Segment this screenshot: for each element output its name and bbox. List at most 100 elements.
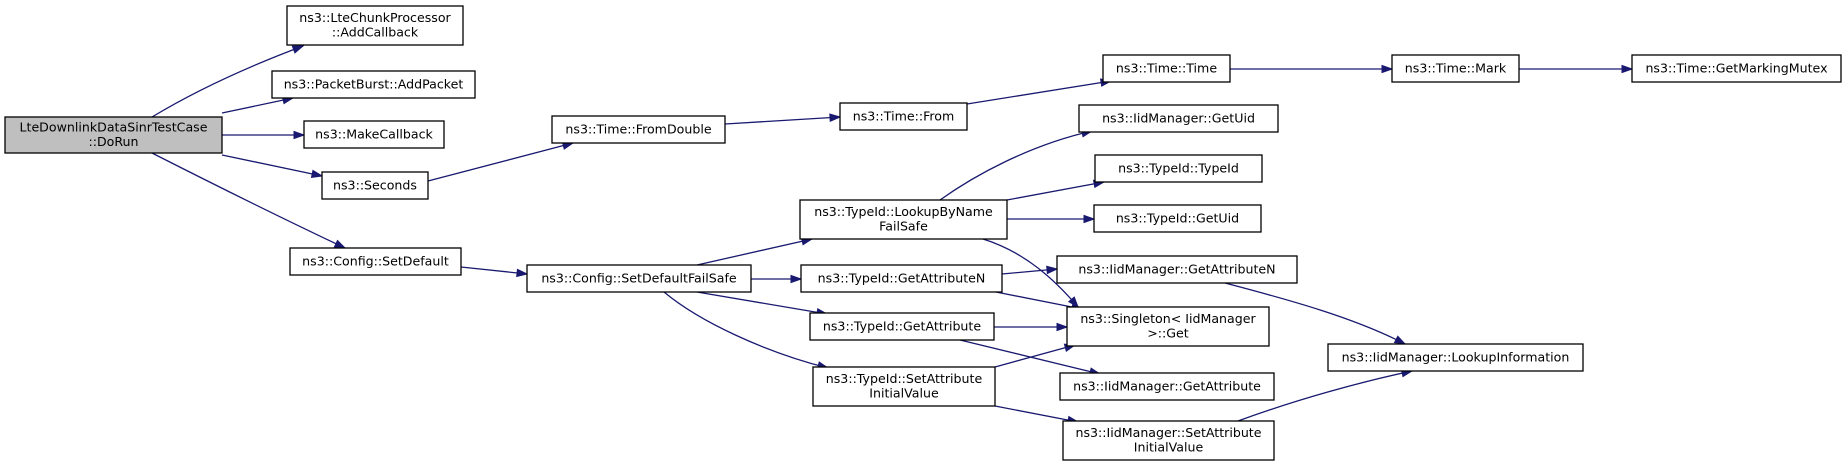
edge-line: [1006, 181, 1105, 201]
node-box: [809, 312, 995, 341]
edge-line: [663, 291, 829, 369]
node-mutex[interactable]: ns3::Time::GetMarkingMutex: [1631, 54, 1842, 83]
node-getattrn[interactable]: ns3::TypeId::GetAttributeN: [800, 264, 1003, 293]
node-label: ns3::Config::SetDefault: [302, 253, 449, 268]
edge-line: [982, 238, 1079, 308]
node-iidgetattrn[interactable]: ns3::IidManager::GetAttributeN: [1056, 255, 1298, 284]
node-mark[interactable]: ns3::Time::Mark: [1391, 54, 1520, 83]
node-from[interactable]: ns3::Time::From: [839, 102, 968, 131]
node-label: LteDownlinkDataSinrTestCase: [19, 120, 207, 135]
node-label: InitialValue: [869, 386, 939, 401]
node-box: [303, 120, 445, 149]
edge-sdfs-to-setattr: [663, 291, 830, 370]
edge-line: [151, 152, 346, 249]
edge-iidgetattrn-to-lookupinfo: [1224, 282, 1407, 345]
node-box: [286, 5, 464, 46]
node-box: [1631, 54, 1842, 83]
edge-root-to-seconds: [221, 154, 324, 179]
node-root[interactable]: LteDownlinkDataSinrTestCase::DoRun: [4, 116, 223, 154]
edge-mark-to-mutex: [1519, 64, 1634, 74]
node-label: ns3::TypeId::TypeId: [1118, 160, 1239, 175]
edge-line: [1237, 370, 1413, 422]
edge-root-to-setdefault: [151, 152, 347, 249]
nodes-layer: LteDownlinkDataSinrTestCase::DoRun ns3::L…: [4, 5, 1842, 461]
node-label: ns3::TypeId::LookupByName: [814, 204, 993, 219]
node-label: ns3::IidManager::LookupInformation: [1342, 349, 1570, 364]
node-label: ns3::Singleton< IidManager: [1080, 311, 1256, 326]
edge-arrowhead: [1381, 64, 1394, 74]
node-box: [1066, 306, 1270, 347]
node-box: [812, 366, 996, 407]
node-chunk[interactable]: ns3::LteChunkProcessor::AddCallback: [286, 5, 464, 46]
node-lookupinfo[interactable]: ns3::IidManager::LookupInformation: [1327, 343, 1584, 372]
node-box: [1056, 255, 1298, 284]
edge-line: [460, 266, 528, 275]
edge-arrowhead: [1083, 214, 1096, 224]
node-label: ns3::Time::From: [853, 108, 955, 123]
edge-line: [151, 45, 304, 118]
node-iidgetuid[interactable]: ns3::IidManager::GetUid: [1078, 104, 1279, 133]
node-seconds[interactable]: ns3::Seconds: [321, 171, 429, 200]
node-box: [289, 247, 462, 276]
edge-arrowhead: [310, 169, 324, 179]
node-label: ns3::MakeCallback: [315, 126, 433, 141]
node-time[interactable]: ns3::Time::Time: [1102, 54, 1231, 83]
node-box: [1094, 154, 1263, 183]
edge-arrowhead: [829, 113, 842, 122]
node-box: [271, 70, 476, 99]
edge-line: [696, 238, 813, 266]
node-label: ns3::IidManager::SetAttribute: [1075, 425, 1261, 440]
node-iidsetattr[interactable]: ns3::IidManager::SetAttributeInitialValu…: [1062, 420, 1275, 461]
node-label: InitialValue: [1134, 440, 1204, 455]
node-getattr[interactable]: ns3::TypeId::GetAttribute: [809, 312, 995, 341]
node-label: ::AddCallback: [332, 25, 419, 40]
node-label: ns3::TypeId::GetAttribute: [823, 318, 981, 333]
edge-arrowhead: [1056, 322, 1069, 332]
edge-line: [966, 80, 1112, 105]
edge-line: [939, 130, 1093, 201]
edge-fromdouble-to-from: [724, 113, 842, 125]
node-box: [800, 264, 1003, 293]
edge-line: [1224, 282, 1406, 345]
edge-line: [427, 142, 574, 182]
edge-arrowhead: [1393, 335, 1407, 345]
node-label: ns3::Config::SetDefaultFailSafe: [541, 270, 737, 285]
edge-lookup-to-typeid: [1006, 179, 1106, 201]
node-box: [1102, 54, 1231, 83]
node-tidgetuid[interactable]: ns3::TypeId::GetUid: [1093, 204, 1262, 233]
edge-sdfs-to-getattr: [696, 291, 829, 317]
node-typeid[interactable]: ns3::TypeId::TypeId: [1094, 154, 1263, 183]
node-box: [551, 115, 726, 144]
node-box: [321, 171, 429, 200]
edge-arrowhead: [333, 239, 347, 249]
node-singleton[interactable]: ns3::Singleton< IidManager>::Get: [1066, 306, 1270, 347]
edge-lookup-to-iidgetuid: [939, 129, 1094, 201]
edge-root-to-makecb: [222, 130, 306, 140]
node-label: ns3::Time::Mark: [1405, 60, 1507, 75]
edge-time-to-mark: [1230, 64, 1394, 74]
node-sdfs[interactable]: ns3::Config::SetDefaultFailSafe: [526, 264, 752, 293]
node-packetburst[interactable]: ns3::PacketBurst::AddPacket: [271, 70, 476, 99]
node-setdefault[interactable]: ns3::Config::SetDefault: [289, 247, 462, 276]
edge-arrowhead: [291, 45, 305, 54]
node-box: [1391, 54, 1520, 83]
node-fromdouble[interactable]: ns3::Time::FromDouble: [551, 115, 726, 144]
node-iidgetattr[interactable]: ns3::IidManager::GetAttribute: [1059, 372, 1275, 401]
node-box: [799, 199, 1008, 240]
edge-setattr-to-singleton: [994, 343, 1077, 368]
node-makecb[interactable]: ns3::MakeCallback: [303, 120, 445, 149]
edge-arrowhead: [516, 268, 529, 278]
edge-seconds-to-fromdouble: [427, 141, 575, 182]
edge-line: [221, 97, 294, 114]
node-box: [1059, 372, 1275, 401]
edge-line: [995, 291, 1083, 310]
node-box: [1062, 420, 1275, 461]
node-label: ns3::TypeId::GetUid: [1116, 210, 1239, 225]
node-label: ns3::Time::Time: [1116, 60, 1217, 75]
node-label: ns3::Time::GetMarkingMutex: [1645, 60, 1828, 75]
node-label: ns3::PacketBurst::AddPacket: [284, 76, 464, 91]
node-label: FailSafe: [879, 219, 928, 234]
